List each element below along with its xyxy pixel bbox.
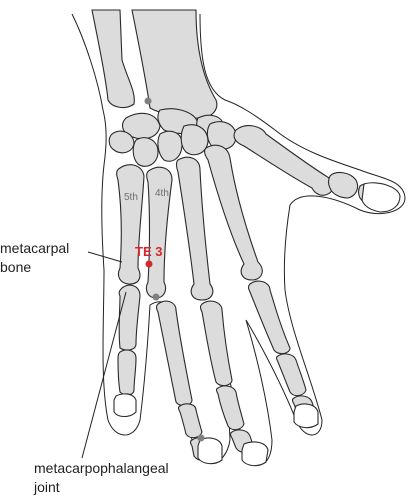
thumb-proximal-phalanx [327,171,359,199]
metacarpal-label-line2: bone [0,259,31,275]
fingernail [241,441,269,467]
fourth-proximal-phalanx [155,300,193,407]
mcp-joint-label-line2: joint [33,479,60,495]
third-metacarpal [175,156,214,301]
bones-group [91,9,397,462]
carpal-bone [108,130,135,154]
fifth-middle-phalanx [117,349,137,396]
carpal-bone [180,124,209,156]
fifth-metacarpal [116,164,145,285]
metacarpal-label-line1: metacarpal [0,240,69,256]
fifth-finger-label: 5th [124,192,138,203]
finger-marker [197,434,205,442]
second-metacarpal [204,144,263,281]
fingernail [293,403,319,429]
second-proximal-phalanx [247,280,291,355]
wrist-marker [144,97,152,105]
fourth-finger-label: 4th [155,188,169,199]
fingernail [113,393,137,418]
ulna-bone [91,9,135,109]
fifth-proximal-phalanx [118,284,141,351]
carpal-bone [132,137,159,167]
second-middle-phalanx [275,353,307,397]
third-proximal-phalanx [199,300,233,387]
fourth-middle-phalanx [177,403,203,439]
fingernail [361,182,401,213]
acupoint-dot [145,260,153,268]
mcp-joint-label-line1: metacarpophalangeal [34,460,169,476]
fingernail [197,437,223,465]
acupoint-label: TE 3 [135,244,162,259]
mcp-joint-marker [152,293,160,301]
fingernails-group [113,182,401,467]
carpal-bone [157,130,183,162]
mcp-joint-leader-line [81,291,127,459]
carpal-bone [206,121,237,151]
first-metacarpal [233,125,334,196]
carpal-bone [121,112,161,140]
fourth-metacarpal [145,166,173,299]
metacarpal-leader-line [87,251,123,263]
third-middle-phalanx [215,385,245,431]
